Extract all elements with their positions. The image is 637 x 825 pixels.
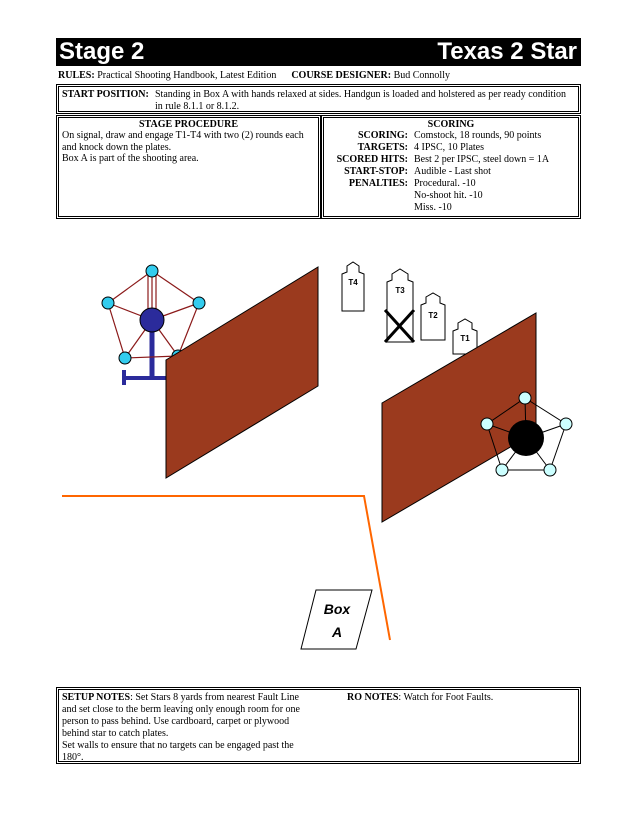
start-position-box: START POSITION: Standing in Box A with h…	[56, 84, 581, 114]
penalties-label: PENALTIES:	[348, 178, 408, 189]
scoring-box: SCORING SCORING: Comstock, 18 rounds, 90…	[321, 115, 581, 219]
scored-hits-label: SCORED HITS:	[336, 154, 408, 165]
ro-notes: RO NOTES: Watch for Foot Faults.	[347, 692, 493, 703]
penalty-miss: Miss. -10	[414, 202, 452, 213]
left-wall	[165, 266, 319, 479]
right-star-plate	[543, 463, 557, 477]
procedure-heading: STAGE PROCEDURE	[139, 119, 238, 130]
setup-notes: SETUP NOTES: Set Stars 8 yards from near…	[62, 692, 312, 764]
left-star-plate	[118, 351, 132, 365]
left-star-hub	[139, 307, 165, 333]
left-star-plate	[145, 264, 159, 278]
rules-line: RULES: Practical Shooting Handbook, Late…	[58, 70, 583, 81]
scoring-heading: SCORING	[427, 119, 475, 130]
start-position-label: START POSITION:	[62, 89, 149, 100]
designer-value: Bud Connolly	[393, 70, 450, 81]
designer-label: COURSE DESIGNER:	[291, 70, 392, 81]
right-star-plate	[495, 463, 509, 477]
target-t3-no-shoot: T3	[383, 268, 416, 344]
left-star-plate	[101, 296, 115, 310]
left-star-plate	[192, 296, 206, 310]
label-t4: T4	[348, 278, 358, 287]
setup-notes-text: : Set Stars 8 yards from nearest Fault L…	[62, 692, 300, 739]
notes-box: SETUP NOTES: Set Stars 8 yards from near…	[56, 687, 581, 764]
label-t3: T3	[395, 286, 405, 295]
stage-title: Texas 2 Star	[437, 38, 577, 65]
box-a: Box A	[300, 589, 373, 650]
label-t2: T2	[428, 311, 438, 320]
box-a-label-1: Box	[324, 601, 352, 617]
setup-notes-text-2: Set walls to ensure that no targets can …	[62, 740, 294, 763]
stage-number: Stage 2	[59, 38, 145, 65]
stage-banner: Stage 2 Texas 2 Star	[56, 38, 581, 66]
right-star-hub	[508, 420, 544, 456]
penalty-no-shoot: No-shoot hit. -10	[414, 190, 483, 201]
rules-label: RULES:	[58, 70, 95, 81]
right-star-plate	[518, 391, 532, 405]
scoring-label: SCORING:	[357, 130, 408, 141]
setup-notes-label: SETUP NOTES	[62, 692, 131, 703]
ro-notes-text: : Watch for Foot Faults.	[398, 692, 494, 703]
ro-notes-label: RO NOTES	[347, 692, 399, 703]
targets-label: TARGETS:	[357, 142, 408, 153]
start-stop-label: START-STOP:	[344, 166, 408, 177]
scored-hits-value: Best 2 per IPSC, steel down = 1A	[414, 154, 550, 165]
procedure-line-1: On signal, draw and engage T1-T4 with tw…	[62, 130, 304, 153]
right-star-plate	[559, 417, 573, 431]
targets-value: 4 IPSC, 10 Plates	[414, 142, 485, 153]
stage-procedure-box: STAGE PROCEDURE On signal, draw and enga…	[56, 115, 321, 219]
penalty-procedural: Procedural. -10	[414, 178, 476, 189]
start-position-text: Standing in Box A with hands relaxed at …	[155, 89, 567, 112]
right-star-plate	[480, 417, 494, 431]
right-texas-star	[480, 391, 573, 477]
start-stop-value: Audible - Last shot	[414, 166, 491, 177]
target-t4: T4	[341, 261, 365, 312]
label-t1: T1	[460, 334, 470, 343]
rules-value: Practical Shooting Handbook, Latest Edit…	[97, 70, 277, 81]
procedure-line-2: Box A is part of the shooting area.	[62, 153, 199, 164]
scoring-value: Comstock, 18 rounds, 90 points	[414, 130, 542, 141]
box-a-label-2: A	[331, 624, 342, 640]
target-t1: T1	[452, 318, 478, 355]
fault-line	[62, 495, 391, 641]
target-t2: T2	[420, 292, 446, 341]
